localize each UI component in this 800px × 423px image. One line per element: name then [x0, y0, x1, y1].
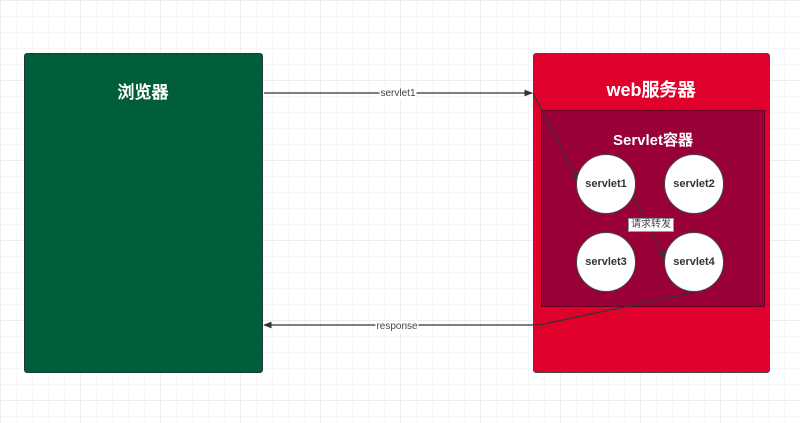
browser-title: 浏览器 [117, 83, 169, 102]
forward-label: 请求转发 [628, 218, 674, 232]
browser-box [24, 53, 263, 373]
servlet2-label: servlet2 [673, 178, 715, 190]
servlet1-node: servlet1 [576, 154, 636, 214]
servlet4-node: servlet4 [664, 232, 724, 292]
web-server-title: web服务器 [606, 80, 696, 100]
servlet3-label: servlet3 [585, 256, 627, 268]
servlet2-node: servlet2 [664, 154, 724, 214]
servlet1-label: servlet1 [585, 178, 627, 190]
servlet3-node: servlet3 [576, 232, 636, 292]
servlet4-label: servlet4 [673, 256, 715, 268]
servlet-container-title: Servlet容器 [612, 132, 694, 149]
request-label: servlet1 [379, 88, 417, 100]
response-label: response [375, 321, 419, 333]
